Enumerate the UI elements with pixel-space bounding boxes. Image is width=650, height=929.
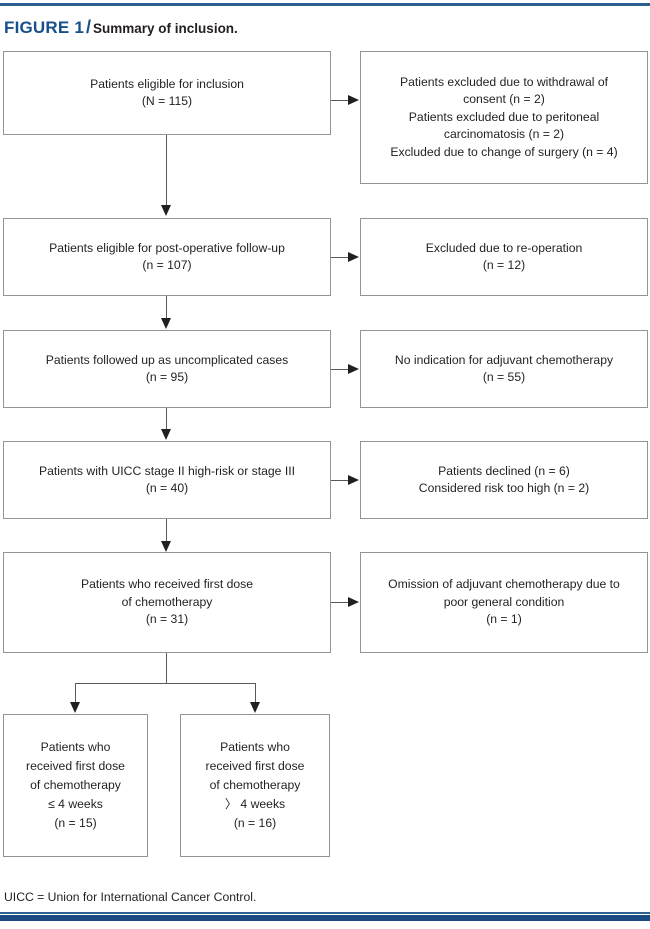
connector-arrow-down-3	[161, 429, 171, 440]
flow-box-text: Patients excluded due to withdrawal of c…	[390, 74, 618, 159]
flow-box-no-indication-adjuvant-chemo: No indication for adjuvant chemotherapy …	[360, 330, 648, 408]
connector-hline-5	[331, 602, 351, 603]
flow-box-text: Patients who received first dose of chem…	[205, 740, 305, 830]
bottom-rule-thick	[0, 915, 650, 921]
flow-box-uicc-stage-high-risk: Patients with UICC stage II high-risk or…	[3, 441, 331, 519]
flow-box-first-dose-within-4-weeks: Patients who received first dose of chem…	[3, 714, 148, 857]
connector-vline-3	[166, 408, 167, 433]
flow-box-followed-up-uncomplicated: Patients followed up as uncomplicated ca…	[3, 330, 331, 408]
connector-hline-4	[331, 480, 351, 481]
connector-arrow-down-1	[161, 205, 171, 216]
figure-label: FIGURE 1	[4, 18, 85, 37]
flow-box-text: Patients eligible for inclusion (N = 115…	[90, 76, 244, 109]
connector-branch-left-arm	[75, 683, 76, 705]
figure-separator: /	[86, 17, 92, 37]
connector-arrow-right-3	[348, 364, 359, 374]
connector-branch-stem	[166, 653, 167, 683]
connector-arrow-right-2	[348, 252, 359, 262]
flow-box-text: Omission of adjuvant chemotherapy due to…	[388, 577, 620, 627]
flow-box-text: Excluded due to re-operation (n = 12)	[425, 240, 583, 273]
connector-hline-1	[331, 100, 351, 101]
flow-box-first-dose-after-4-weeks: Patients who received first dose of chem…	[180, 714, 330, 857]
connector-arrow-down-right-terminal	[250, 702, 260, 713]
top-rule	[0, 3, 650, 6]
connector-hline-3	[331, 369, 351, 370]
connector-arrow-down-4	[161, 541, 171, 552]
connector-vline-4	[166, 519, 167, 544]
flow-box-eligible-for-inclusion: Patients eligible for inclusion (N = 115…	[3, 51, 331, 135]
connector-hline-2	[331, 257, 351, 258]
flow-box-omission-poor-general-condition: Omission of adjuvant chemotherapy due to…	[360, 552, 648, 653]
figure-caption: FIGURE 1/Summary of inclusion.	[4, 17, 644, 41]
connector-arrow-down-2	[161, 318, 171, 329]
connector-arrow-right-4	[348, 475, 359, 485]
flow-box-eligible-post-operative-follow-up: Patients eligible for post-operative fol…	[3, 218, 331, 296]
connector-branch-right-arm	[255, 683, 256, 705]
flow-box-excluded-withdrawal-consent: Patients excluded due to withdrawal of c…	[360, 51, 648, 184]
flow-box-text: Patients eligible for post-operative fol…	[49, 240, 285, 273]
flow-box-text: Patients who received first dose of chem…	[26, 740, 125, 830]
figure-footnote: UICC = Union for International Cancer Co…	[4, 890, 257, 904]
connector-vline-1	[166, 135, 167, 207]
connector-vline-2	[166, 296, 167, 321]
flow-box-text: Patients who received first dose of chem…	[80, 577, 254, 627]
flow-box-excluded-re-operation: Excluded due to re-operation (n = 12)	[360, 218, 648, 296]
connector-arrow-right-1	[348, 95, 359, 105]
flow-box-text: Patients followed up as uncomplicated ca…	[45, 352, 289, 385]
flow-box-received-first-dose: Patients who received first dose of chem…	[3, 552, 331, 653]
connector-arrow-right-5	[348, 597, 359, 607]
flow-box-text: Patients with UICC stage II high-risk or…	[38, 463, 296, 496]
flow-box-text: No indication for adjuvant chemotherapy …	[394, 352, 614, 385]
flow-box-text: Patients declined (n = 6) Considered ris…	[418, 463, 590, 496]
figure-title: Summary of inclusion.	[93, 21, 238, 36]
connector-branch-horizontal	[75, 683, 255, 684]
flow-box-declined-risk-too-high: Patients declined (n = 6) Considered ris…	[360, 441, 648, 519]
connector-arrow-down-left-terminal	[70, 702, 80, 713]
bottom-rule-thin	[0, 912, 650, 914]
